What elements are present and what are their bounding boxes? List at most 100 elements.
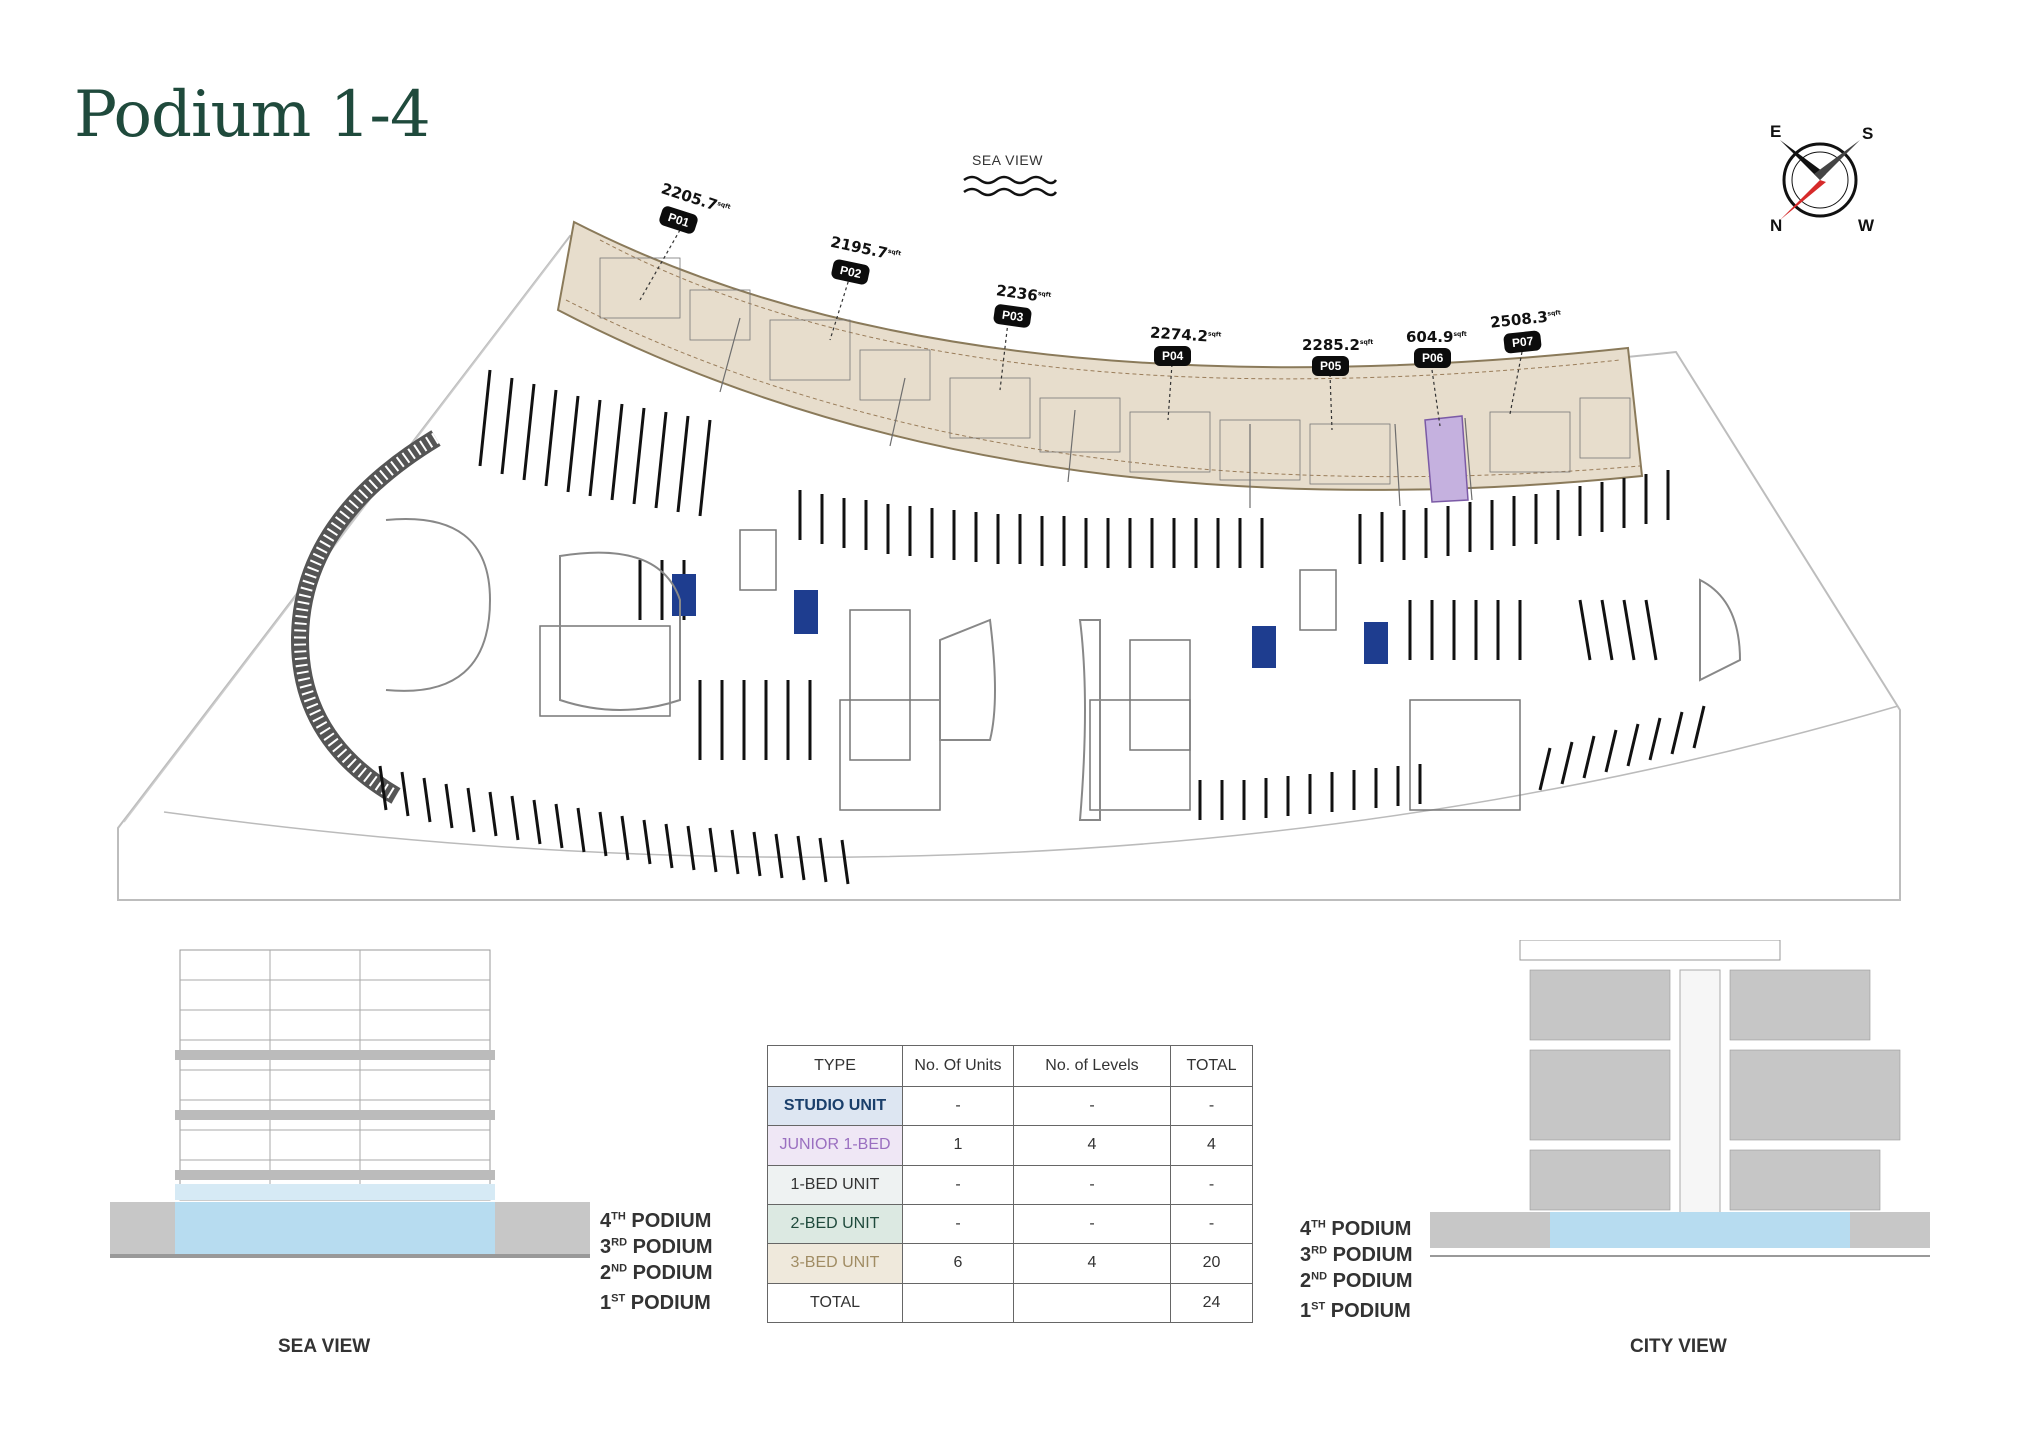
total-cell: 4 (1170, 1125, 1253, 1166)
page-title: Podium 1-4 (74, 78, 431, 152)
units-cell: 6 (902, 1243, 1014, 1284)
level-suffix: RD (611, 1236, 628, 1249)
podium-level-label: 3RD PODIUM (1300, 1244, 1413, 1267)
podium-level-label: 3RD PODIUM (600, 1236, 713, 1259)
level-suffix: ND (611, 1262, 628, 1275)
compass-e: E (1770, 122, 1782, 141)
compass-needle (1780, 180, 1826, 220)
units-cell: - (902, 1164, 1014, 1205)
unit-tag-p04[interactable]: P04 (1154, 346, 1192, 366)
header-levels: No. of Levels (1013, 1045, 1171, 1087)
level-text: PODIUM (1331, 1218, 1412, 1240)
levels-cell: - (1013, 1164, 1171, 1205)
unit-tag-p05[interactable]: P05 (1312, 356, 1350, 376)
drive-islands (385, 518, 1742, 821)
total-cell: - (1170, 1164, 1253, 1205)
unit-tag-p06[interactable]: P06 (1414, 348, 1452, 368)
unit-area-p06: 604.9sqft (1406, 328, 1467, 346)
table-row: 3-BED UNIT 6 4 20 (767, 1243, 1253, 1284)
level-text: PODIUM (631, 1210, 712, 1232)
unit-mix-table: TYPE No. Of Units No. of Levels TOTAL ST… (767, 1045, 1253, 1324)
type-cell: 3-BED UNIT (767, 1243, 903, 1284)
sqft-unit: sqft (1547, 309, 1562, 318)
level-text: PODIUM (1332, 1270, 1413, 1292)
unit-area-value: 604.9 (1406, 328, 1454, 346)
sea-elevation-drawing (110, 949, 590, 1258)
city-elevation-drawing (1430, 940, 1930, 1257)
sea-view-caption: SEA VIEW (278, 1336, 371, 1357)
accessible-parking (672, 574, 1388, 668)
unit-area-p05: 2285.2sqft (1302, 336, 1373, 354)
compass-w: W (1858, 216, 1875, 235)
level-text: PODIUM (1332, 1244, 1413, 1266)
level-text: PODIUM (632, 1236, 713, 1258)
parking-bays (378, 369, 1706, 885)
units-cell: - (902, 1203, 1014, 1245)
level-number: 2 (600, 1262, 612, 1284)
table-row: STUDIO UNIT - - - (767, 1085, 1253, 1127)
podium-level-label: 2ND PODIUM (1300, 1270, 1413, 1293)
table-row: 1-BED UNIT - - - (767, 1164, 1253, 1205)
building-cores (539, 529, 1521, 811)
spiral-ramp (290, 430, 441, 804)
type-cell: STUDIO UNIT (767, 1085, 903, 1127)
level-text: PODIUM (630, 1292, 711, 1314)
unit-tag-p07[interactable]: P07 (1503, 330, 1543, 354)
type-cell: JUNIOR 1-BED (767, 1125, 903, 1166)
sqft-unit: sqft (1453, 331, 1467, 338)
level-suffix: RD (1311, 1244, 1328, 1257)
compass-rose-icon (1780, 140, 1860, 220)
type-cell: 2-BED UNIT (767, 1203, 903, 1245)
level-number: 1 (1300, 1300, 1312, 1322)
level-number: 3 (1300, 1244, 1312, 1266)
podium-level-label: 4TH PODIUM (1300, 1218, 1411, 1241)
type-cell: 1-BED UNIT (767, 1164, 903, 1205)
header-type: TYPE (767, 1045, 903, 1087)
level-suffix: ST (1311, 1300, 1326, 1313)
residential-units-strip (556, 220, 1644, 491)
level-number: 4 (1300, 1218, 1312, 1240)
level-suffix: ST (611, 1292, 626, 1305)
city-view-caption: CITY VIEW (1630, 1336, 1727, 1357)
unit-area-value: 2285.2 (1302, 336, 1360, 354)
sqft-unit: sqft (1359, 339, 1374, 346)
level-suffix: TH (611, 1210, 626, 1223)
sea-view-label: SEA VIEW (972, 152, 1043, 168)
level-number: 4 (600, 1210, 612, 1232)
level-text: PODIUM (632, 1262, 713, 1284)
header-units: No. Of Units (902, 1045, 1014, 1087)
levels-cell: - (1013, 1203, 1171, 1245)
total-cell: - (1170, 1085, 1253, 1127)
podium-level-label: 2ND PODIUM (600, 1262, 713, 1285)
table-header-row: TYPE No. Of Units No. of Levels TOTAL (767, 1045, 1253, 1087)
level-suffix: TH (1311, 1218, 1326, 1231)
level-text: PODIUM (1330, 1300, 1411, 1322)
table-row: 2-BED UNIT - - - (767, 1203, 1253, 1245)
sqft-unit: sqft (1037, 290, 1052, 299)
units-cell (902, 1282, 1014, 1324)
unit-leader-lines (639, 229, 1523, 431)
level-suffix: ND (1311, 1270, 1328, 1283)
level-number: 2 (1300, 1270, 1312, 1292)
total-cell: - (1170, 1203, 1253, 1245)
levels-cell: - (1013, 1085, 1171, 1127)
levels-cell: 4 (1013, 1125, 1171, 1166)
units-cell: 1 (902, 1125, 1014, 1166)
podium-level-label: 4TH PODIUM (600, 1210, 711, 1233)
unit-dividers (719, 317, 1473, 508)
units-cell: - (902, 1085, 1014, 1127)
sqft-unit: sqft (887, 247, 902, 258)
table-row: TOTAL 24 (767, 1282, 1253, 1324)
level-number: 3 (600, 1236, 612, 1258)
waves-icon (963, 175, 1058, 197)
sqft-unit: sqft (716, 200, 732, 211)
table-row: JUNIOR 1-BED 1 4 4 (767, 1125, 1253, 1166)
levels-cell (1013, 1282, 1171, 1324)
type-cell: TOTAL (767, 1282, 903, 1324)
compass-n: N (1770, 216, 1783, 235)
podium-level-label: 1ST PODIUM (1300, 1300, 1411, 1323)
header-total: TOTAL (1170, 1045, 1253, 1087)
total-cell: 24 (1170, 1282, 1253, 1324)
level-number: 1 (600, 1292, 612, 1314)
